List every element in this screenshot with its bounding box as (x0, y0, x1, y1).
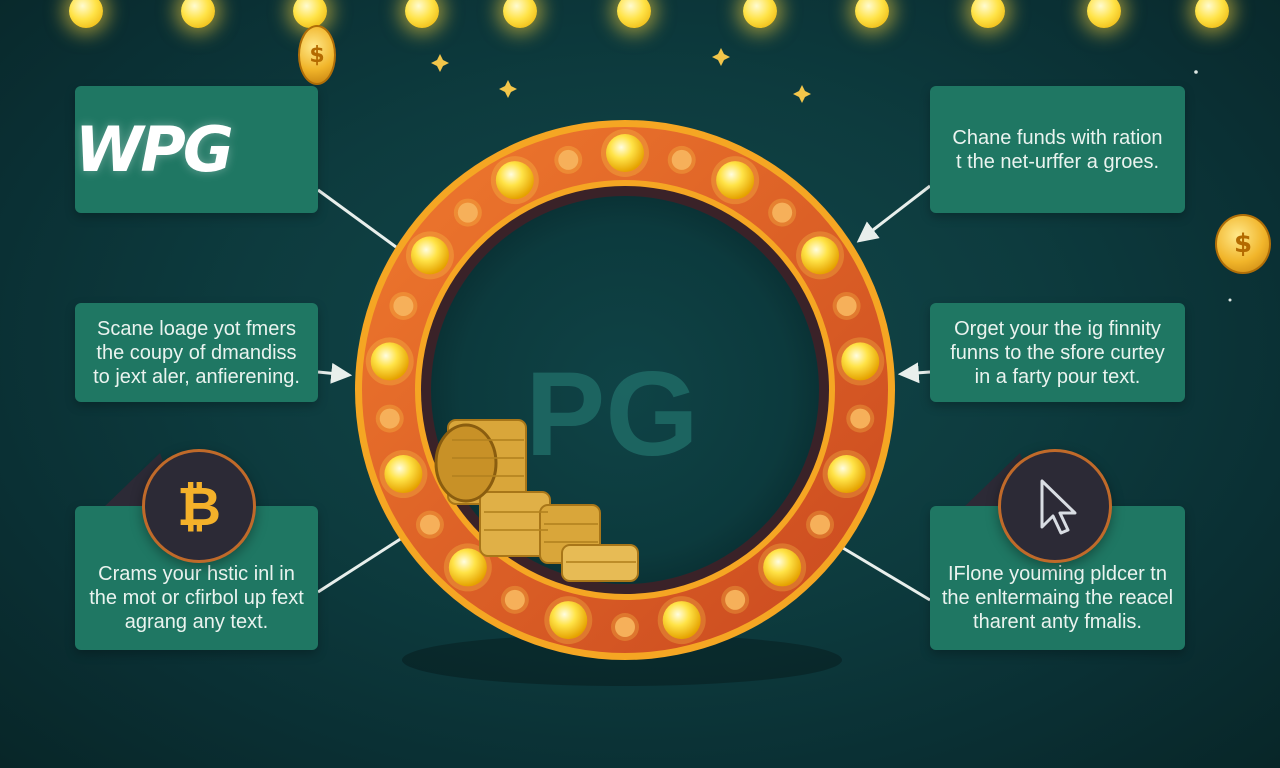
light-bulb (617, 0, 651, 28)
ring-light-bulb (410, 236, 449, 275)
ring-light-bulb (558, 149, 579, 170)
ring-light-bulb (379, 408, 400, 429)
star-dot (1228, 298, 1232, 302)
info-card-text: Chane funds with ration t the net-urffer… (952, 126, 1163, 173)
ring-light-bulb (606, 134, 644, 172)
ring-light-bulb (763, 548, 802, 587)
center-label: PG (525, 347, 698, 481)
light-bulb (69, 0, 103, 28)
ring-light-bulb (841, 342, 880, 381)
ring-light-bulb (419, 514, 440, 535)
logo-card: WPG (75, 86, 318, 213)
ring-light-bulb (772, 202, 793, 223)
ring-light-bulb (662, 601, 701, 640)
connector-line (317, 536, 403, 594)
ring-light-bulb (370, 342, 409, 381)
info-card-text: Orget your the ig finnity funns to the s… (950, 317, 1165, 388)
ring-light-bulb (448, 548, 487, 587)
ring-shadow (402, 634, 842, 686)
ring-light-bulb (384, 455, 423, 494)
info-card-text: Crams your hstic inl in the mot or cfirb… (89, 563, 304, 633)
light-bulb (971, 0, 1005, 28)
info-card-right-top: Chane funds with ration t the net-urffer… (930, 86, 1185, 213)
connector-arrow (897, 362, 931, 384)
dollar-coin-icon: $ (298, 25, 336, 85)
ring-light-bulb (495, 161, 534, 200)
light-bulb (1195, 0, 1229, 28)
top-light-string (0, 0, 1280, 40)
sparkle-icon (793, 85, 811, 103)
large-coin (434, 423, 498, 503)
bitcoin-icon: ₿ (142, 449, 256, 563)
light-bulb (855, 0, 889, 28)
light-bulb (293, 0, 327, 28)
ring-center (431, 196, 819, 584)
ring-light-bulb (716, 161, 755, 200)
ring-light-bulb (504, 589, 525, 610)
info-card-text: Scane loage yot fmers the coupy of dmand… (93, 317, 300, 388)
light-bulb (405, 0, 439, 28)
ring-light-bulb (615, 617, 635, 637)
connector-line (837, 543, 931, 602)
light-bulb (1087, 0, 1121, 28)
coin-stack (434, 419, 639, 582)
ring-light-bulb (850, 408, 871, 429)
light-bulb (743, 0, 777, 28)
sparkle-icon (712, 48, 730, 66)
ring-light-bulb (810, 514, 831, 535)
ring-light-bulb (671, 149, 692, 170)
ring-light-bulb (549, 601, 588, 640)
ring-light-bulb (836, 295, 857, 316)
coin-symbol: $ (1233, 229, 1253, 259)
connector-arrow (317, 362, 353, 384)
ring-light-bulb (393, 295, 414, 316)
ring-light-bulb (725, 589, 746, 610)
info-card-text: IFlone youming pldcer tn the enltermaing… (941, 563, 1174, 633)
sparkle-icon (499, 80, 517, 98)
cursor-arrow-icon (1040, 479, 1077, 535)
ring-light-bulb (457, 202, 478, 223)
dollar-coin-icon: $ (1215, 214, 1271, 274)
cursor-icon (998, 449, 1112, 563)
bitcoin-glyph: ₿ (176, 474, 221, 538)
info-card-right-middle: Orget your the ig finnity funns to the s… (930, 303, 1185, 402)
ring-light-bulb (801, 236, 840, 275)
brand-logo: WPG (75, 112, 234, 186)
ring-bulbs (365, 129, 885, 645)
sparkle-icon (431, 54, 449, 72)
connector-arrow (856, 184, 931, 243)
ring-light-bulb (827, 455, 866, 494)
light-bulb (181, 0, 215, 28)
star-dot (1194, 70, 1198, 74)
info-card-left-top: Scane loage yot fmers the coupy of dmand… (75, 303, 318, 402)
coin-symbol: $ (309, 42, 325, 68)
light-bulb (503, 0, 537, 28)
connector-line (317, 188, 397, 249)
